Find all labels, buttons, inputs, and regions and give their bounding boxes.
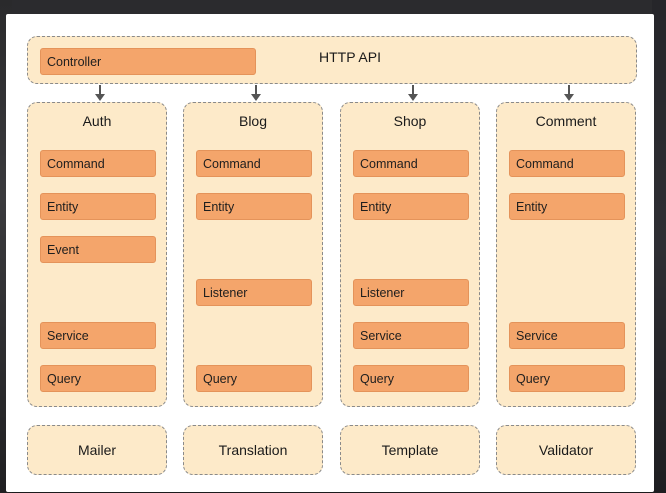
background-top	[0, 0, 666, 14]
infra-translation: Translation	[183, 425, 323, 475]
chip-query: Query	[196, 365, 312, 392]
module-title: Shop	[393, 113, 427, 129]
chip-command: Command	[40, 150, 156, 177]
chip-service: Service	[353, 322, 469, 349]
diagram-slide: Controller HTTP API Auth Command Entity …	[6, 14, 654, 492]
chip-service: Service	[40, 322, 156, 349]
chip-entity: Entity	[509, 193, 625, 220]
arrow-to-comment	[564, 85, 574, 101]
chip-service: Service	[509, 322, 625, 349]
chip-command: Command	[509, 150, 625, 177]
infra-label: Mailer	[77, 442, 117, 458]
arrow-to-shop	[408, 85, 418, 101]
module-comment: Comment Command Entity Service Query	[496, 102, 636, 407]
module-title: Blog	[238, 113, 268, 129]
background-right	[652, 0, 666, 493]
chip-entity: Entity	[353, 193, 469, 220]
infra-label: Template	[381, 442, 439, 458]
infra-template: Template	[340, 425, 480, 475]
http-api-layer: Controller HTTP API	[27, 36, 637, 84]
chip-listener: Listener	[196, 279, 312, 306]
module-title: Auth	[82, 113, 112, 129]
module-blog: Blog Command Entity Listener Query	[183, 102, 323, 407]
http-api-title: HTTP API	[319, 49, 381, 65]
arrow-to-auth	[95, 85, 105, 101]
chip-query: Query	[40, 365, 156, 392]
module-auth: Auth Command Entity Event Service Query	[27, 102, 167, 407]
chip-command: Command	[196, 150, 312, 177]
chip-command: Command	[353, 150, 469, 177]
module-title: Comment	[535, 113, 597, 129]
chip-query: Query	[509, 365, 625, 392]
infra-validator: Validator	[496, 425, 636, 475]
infra-label: Translation	[218, 442, 288, 458]
chip-event: Event	[40, 236, 156, 263]
arrow-to-blog	[251, 85, 261, 101]
module-shop: Shop Command Entity Listener Service Que…	[340, 102, 480, 407]
chip-listener: Listener	[353, 279, 469, 306]
controller-chip: Controller	[40, 48, 256, 75]
chip-entity: Entity	[196, 193, 312, 220]
chip-entity: Entity	[40, 193, 156, 220]
infra-mailer: Mailer	[27, 425, 167, 475]
chip-query: Query	[353, 365, 469, 392]
infra-label: Validator	[538, 442, 594, 458]
